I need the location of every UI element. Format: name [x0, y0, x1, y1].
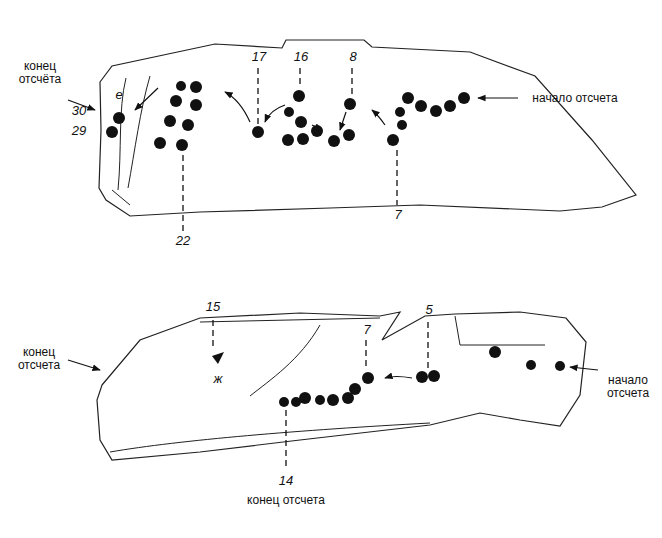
count-note: конец отсчета: [235, 494, 337, 507]
count-note: конец отсчета: [8, 346, 70, 372]
callout-number: ж: [210, 372, 226, 386]
count-note: конец отсчёта: [10, 60, 70, 86]
count-arrow: [68, 88, 518, 130]
stone-outline: [99, 40, 636, 216]
callout-number: 7: [356, 323, 378, 337]
callout-number: 29: [68, 124, 90, 138]
scar-line: [110, 316, 545, 452]
callout-number: 14: [275, 474, 297, 488]
callout-number: е: [112, 88, 126, 102]
callout-number: 15: [202, 300, 224, 314]
callout-number: 22: [172, 234, 194, 248]
scar-line: [112, 76, 150, 205]
callout-number: 30: [68, 104, 90, 118]
callout-number: 8: [342, 50, 364, 64]
count-note: начало отсчета: [598, 374, 658, 400]
notch-dots: [106, 81, 470, 151]
callout-number: 5: [418, 303, 440, 317]
notch-dots: [212, 346, 565, 407]
callout-number: 17: [248, 50, 270, 64]
leader-dash: [183, 68, 397, 232]
callout-number: 7: [387, 208, 409, 222]
stone-outline: [97, 312, 586, 460]
count-arrow: [68, 360, 598, 378]
callout-number: 16: [290, 50, 312, 64]
leader-dash: [213, 320, 428, 470]
count-note: начало отсчета: [520, 92, 630, 105]
